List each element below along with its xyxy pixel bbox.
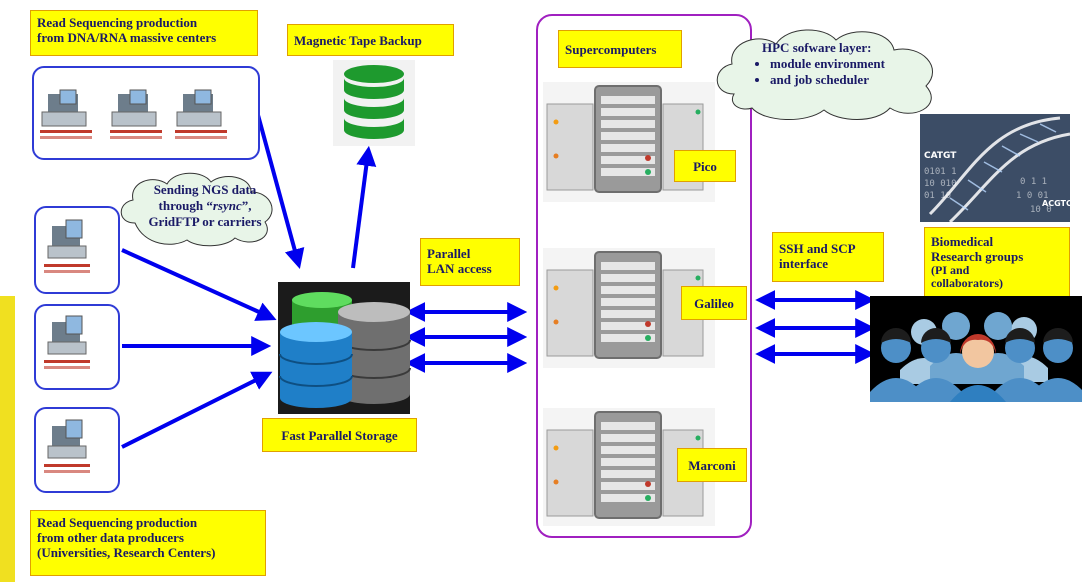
svg-text:01 10: 01 10 [924,191,951,201]
svg-text:10 0: 10 0 [1030,205,1052,215]
label-parallel-lan-line2: LAN access [427,261,492,276]
svg-text:0101 1: 0101 1 [924,167,957,177]
people-icon [870,296,1082,402]
label-ssh-scp-line1: SSH and SCP [779,241,856,256]
label-biomedical-line2: Research groups [931,249,1024,264]
storage-blue-cylinder [279,322,353,408]
label-biomedical: Biomedical Research groups (PI and colla… [924,227,1070,299]
sequencer-icon [40,89,92,139]
rsync-text: rsync [212,198,242,213]
dna-text-catgt: CATGT [924,151,957,161]
label-read-seq-top-line2: from DNA/RNA massive centers [37,30,217,45]
cloud-shape-ngs [120,172,273,247]
quote-open: through “ [158,198,213,213]
label-ssh-scp: SSH and SCP interface [772,232,884,282]
hpc-item-module-env: module environment [770,56,948,72]
label-parallel-lan-line1: Parallel [427,246,471,261]
arrow-seq1-to-storage [121,248,277,321]
label-sending-ngs-line3: GridFTP or carriers [148,214,262,229]
label-sending-ngs: Sending NGS data through “rsync”, GridFT… [130,182,280,230]
sequencer-icon [44,419,90,473]
hpc-text-block: HPC sofware layer: module environment an… [748,40,948,88]
label-magnetic-tape: Magnetic Tape Backup [287,24,454,56]
label-hpc-title: HPC sofware layer: [762,40,872,55]
cloud-shape-hpc [716,29,933,120]
label-biomedical-sub1: (PI and [931,263,970,277]
svg-text:0 1 1: 0 1 1 [1020,177,1047,187]
database-icon [333,60,415,146]
label-ssh-scp-line2: interface [779,256,829,271]
arrow-storage-to-tape [351,145,377,269]
label-biomedical-sub2: collaborators) [931,276,1003,290]
svg-text:10 010: 10 010 [924,179,957,189]
server-rack-icon [543,82,715,202]
hpc-items-list: module environment and job scheduler [748,56,948,88]
dna-image: 0101 1 10 010 01 10 0 1 1 1 0 01 10 0 CATGT A… [920,114,1072,224]
left-accent-bar [0,296,15,582]
label-sending-ngs-line2: through “rsync”, [130,198,280,214]
label-biomedical-line1: Biomedical [931,234,994,249]
arrow-seq3-to-storage [121,371,273,449]
dna-text-acgtc: ACGTC [1042,199,1072,208]
label-read-seq-top: Read Sequencing production from DNA/RNA … [30,10,258,56]
label-read-seq-bottom: Read Sequencing production from other da… [30,510,266,576]
label-server-marconi: Marconi [677,448,747,482]
label-read-seq-bottom-line3: (Universities, Research Centers) [37,545,216,560]
storage-gray-cylinder [337,302,411,404]
label-server-pico: Pico [674,150,736,182]
leader-person [950,334,1006,402]
label-server-galileo: Galileo [681,286,747,320]
sequencer-icon [44,219,90,273]
svg-text:1 0 01: 1 0 01 [1016,191,1049,201]
label-sending-ngs-line1: Sending NGS data [153,182,257,197]
hpc-item-job-scheduler: and job scheduler [770,72,948,88]
label-supercomputers: Supercomputers [558,30,682,68]
arrow-top-seq-to-storage [256,114,305,269]
arrows-group [121,114,876,449]
label-read-seq-bottom-line2: from other data producers [37,530,184,545]
sequencer-icon [44,315,90,369]
sequencer-icon [110,89,162,139]
label-fast-storage: Fast Parallel Storage [262,418,417,452]
label-read-seq-bottom-line1: Read Sequencing production [37,515,198,530]
label-parallel-lan: Parallel LAN access [420,238,520,286]
quote-close: ”, [241,198,252,213]
sequencer-icon [175,89,227,139]
label-read-seq-top-line1: Read Sequencing production [37,15,198,30]
storage-icon [278,282,411,414]
